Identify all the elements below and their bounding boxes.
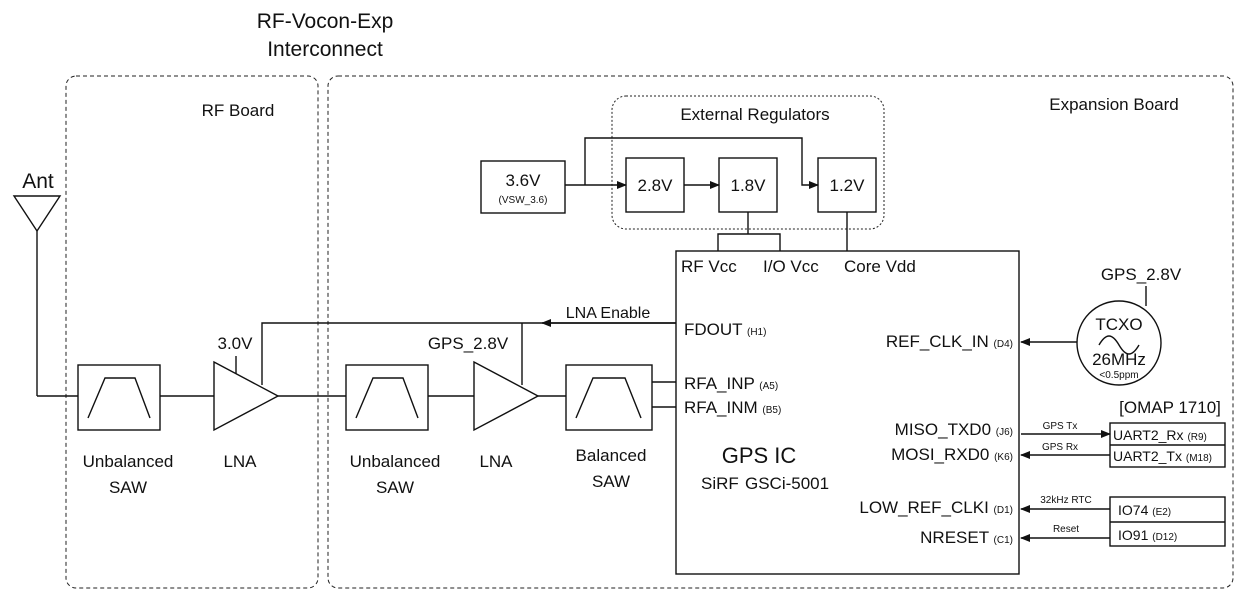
gps-ic-pin-fdout: FDOUT (H1) — [684, 320, 766, 339]
gps-ic-pin-rfa-inm: RFA_INM (B5) — [684, 398, 781, 417]
lna2-supply: GPS_2.8V — [428, 334, 509, 353]
regulators-group-label: External Regulators — [680, 105, 829, 124]
saw-filter-2 — [345, 364, 429, 431]
saw2-label-line1: Unbalanced — [350, 452, 441, 471]
gps-ic-rf-vcc: RF Vcc — [681, 257, 737, 276]
saw2-label-line2: SAW — [376, 478, 414, 497]
saw1-label-line2: SAW — [109, 478, 147, 497]
external-regulators-group — [611, 95, 885, 230]
saw-filter-1 — [77, 364, 161, 431]
saw3-label-line2: SAW — [592, 472, 630, 491]
gps-ic-vendor: SiRF — [701, 474, 739, 493]
rtc-label: 32kHz RTC — [1040, 495, 1092, 506]
omap-uart-tx: UART2_Tx (M18) — [1113, 448, 1212, 464]
interconnect-title-line2: Interconnect — [267, 38, 383, 61]
gps-ic-core-vdd: Core Vdd — [844, 257, 916, 276]
gps-ic-pin-mosi-rxd0: MOSI_RXD0 (K6) — [891, 445, 1013, 464]
regulator-1v2-label: 1.2V — [830, 176, 866, 195]
antenna-label: Ant — [22, 170, 54, 193]
gps-ic-pin-nreset: NRESET (C1) — [920, 528, 1013, 547]
regulator-2v8-box — [625, 157, 685, 213]
saw-filter-3 — [565, 364, 653, 431]
antenna-icon — [12, 195, 62, 396]
saw3-label-line1: Balanced — [576, 446, 647, 465]
regulator-1v8-label: 1.8V — [731, 176, 767, 195]
lna2-label: LNA — [479, 452, 513, 471]
lna-enable-line — [261, 322, 676, 385]
omap-io91: IO91 (D12) — [1118, 527, 1177, 543]
rf-board-label: RF Board — [202, 101, 275, 120]
saw1-label-line1: Unbalanced — [83, 452, 174, 471]
omap-uart-rx: UART2_Rx (R9) — [1113, 427, 1207, 443]
omap-io74: IO74 (E2) — [1118, 502, 1171, 518]
lna1-label: LNA — [223, 452, 257, 471]
supply-3v6-sub: (VSW_3.6) — [499, 195, 548, 206]
gps-ic-part: GSCi-5001 — [745, 474, 829, 493]
regulator-2v8-label: 2.8V — [638, 176, 674, 195]
tcxo-frequency: 26MHz — [1092, 350, 1146, 369]
supply-3v6-box — [480, 160, 566, 214]
interconnect-title-line1: RF-Vocon-Exp — [257, 10, 394, 33]
tcxo-oscillator — [1076, 300, 1162, 386]
gps-ic-block — [675, 250, 1020, 575]
expansion-board-label: Expansion Board — [1049, 95, 1178, 114]
rf-board-outline — [65, 75, 319, 589]
tcxo-tolerance: <0.5ppm — [1099, 370, 1138, 381]
sine-wave-icon — [1098, 335, 1140, 355]
gps-ic-name: GPS IC — [722, 443, 797, 468]
tcxo-supply: GPS_2.8V — [1101, 265, 1182, 284]
gps-ic-pin-ref-clk-in: REF_CLK_IN (D4) — [886, 332, 1013, 351]
gps-tx-label: GPS Tx — [1043, 421, 1078, 432]
expansion-board-outline — [327, 75, 1234, 589]
omap-label: [OMAP 1710] — [1119, 398, 1221, 417]
lna-enable-label: LNA Enable — [566, 305, 651, 322]
reset-label: Reset — [1053, 524, 1079, 535]
lna-1-amplifier — [213, 360, 280, 432]
supply-3v6-value: 3.6V — [506, 171, 542, 190]
gps-rx-label: GPS Rx — [1042, 442, 1078, 453]
lna-2-amplifier — [473, 360, 540, 432]
gps-ic-io-vcc: I/O Vcc — [763, 257, 819, 276]
tcxo-label: TCXO — [1095, 315, 1142, 334]
lna1-supply: 3.0V — [218, 334, 254, 353]
gps-ic-pin-low-ref-clki: LOW_REF_CLKI (D1) — [859, 498, 1013, 517]
gps-ic-pin-miso-txd0: MISO_TXD0 (J6) — [895, 420, 1013, 439]
gps-ic-pin-rfa-inp: RFA_INP (A5) — [684, 374, 778, 393]
